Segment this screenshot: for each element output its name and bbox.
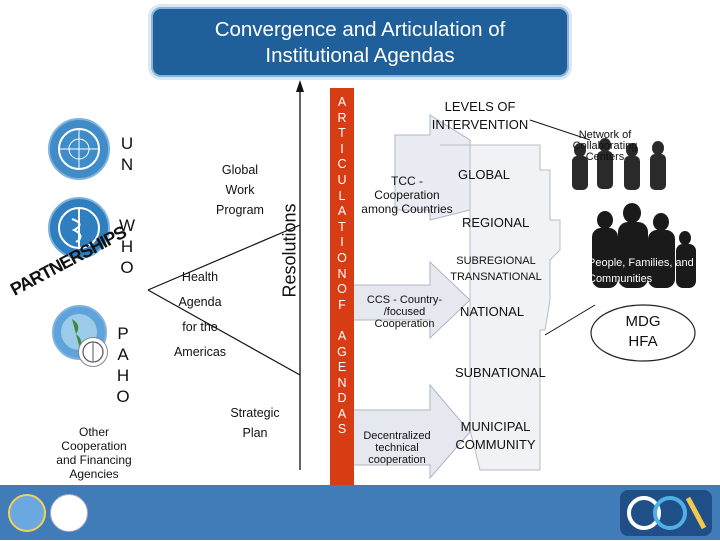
- level-subregional: SUBREGIONAL TRANSNATIONAL: [450, 255, 542, 283]
- anniversary-logo-icon: [620, 490, 712, 536]
- articulation-letter: I: [340, 141, 344, 156]
- tcc-label: TCC - Cooperation among Countries: [361, 174, 453, 216]
- strategic-plan-label: Strategic Plan: [230, 406, 280, 440]
- resolutions-label: Resolutions: [279, 203, 300, 298]
- who-logo-icon: [48, 197, 110, 259]
- level-municipal: MUNICIPAL COMMUNITY: [455, 419, 536, 452]
- level-national: NATIONAL: [460, 304, 525, 319]
- footer-bar: [0, 485, 720, 540]
- global-work-program-label: Global Work Program: [216, 163, 264, 217]
- articulation-letter: A: [337, 95, 347, 109]
- articulation-letter: G: [337, 344, 347, 359]
- small-who-logo-icon: [78, 337, 108, 367]
- triangle-upper-edge: [147, 224, 301, 291]
- network-label: Network of Collaborating Centers: [572, 129, 638, 163]
- un-logo-icon: [48, 118, 110, 180]
- articulation-letter: N: [337, 266, 347, 281]
- articulation-letter: A: [337, 204, 347, 219]
- arrow-ccs: [351, 260, 471, 340]
- articulation-letter: F: [338, 297, 346, 312]
- network-connector: [529, 119, 591, 141]
- articulation-letter: A: [337, 328, 347, 343]
- paho-footer-logo-icon: [8, 494, 46, 532]
- articulation-letter: T: [338, 126, 346, 141]
- ccs-label: CCS - Country- /focused Cooperation: [366, 294, 443, 330]
- articulation-letter: O: [337, 250, 347, 265]
- page-title: Convergence and Articulation of Institut…: [153, 9, 567, 69]
- articulation-letter: L: [338, 188, 346, 203]
- articulation-letter: C: [337, 157, 347, 172]
- people-families-label: People, Families, and Communities: [588, 257, 694, 285]
- arrow-decentralized: [349, 383, 471, 480]
- level-arrows: [349, 114, 561, 480]
- decentralized-label: Decentralized technical cooperation: [363, 430, 431, 466]
- level-subnational: SUBNATIONAL: [455, 365, 546, 380]
- who-footer-logo-icon: [50, 494, 88, 532]
- articulation-letter: T: [338, 219, 346, 234]
- axis-arrow-top: [296, 80, 304, 92]
- articulation-letter: D: [337, 391, 347, 406]
- level-staircase: [440, 144, 561, 471]
- mdg-hfa-label: MDG HFA: [625, 313, 661, 350]
- mdg-ellipse: [590, 304, 696, 362]
- articulation-letter: I: [340, 235, 344, 250]
- triangle-lower-edge: [147, 289, 301, 376]
- articulation-letter: N: [337, 375, 347, 390]
- articulation-letter: R: [337, 110, 347, 125]
- title-line-1: Convergence and Articulation of: [214, 18, 506, 41]
- levels-header: LEVELS OF INTERVENTION: [431, 99, 529, 132]
- articulation-letter: A: [337, 406, 347, 421]
- network-silhouettes: [572, 138, 666, 190]
- level-regional: REGIONAL: [462, 215, 530, 230]
- people-silhouettes: [592, 203, 696, 288]
- level-global: GLOBAL: [458, 167, 511, 182]
- title-line-2: Institutional Agendas: [265, 44, 455, 67]
- articulation-letter: S: [337, 422, 347, 437]
- health-agenda-label: Health Agenda for the Americas: [173, 270, 227, 359]
- title-banner: Convergence and Articulation of Institut…: [151, 7, 569, 77]
- articulation-letter: U: [337, 172, 347, 187]
- articulation-letter: E: [337, 360, 347, 375]
- articulation-letter: O: [337, 282, 347, 297]
- articulation-letter: [330, 313, 354, 329]
- people-connector: [544, 304, 596, 336]
